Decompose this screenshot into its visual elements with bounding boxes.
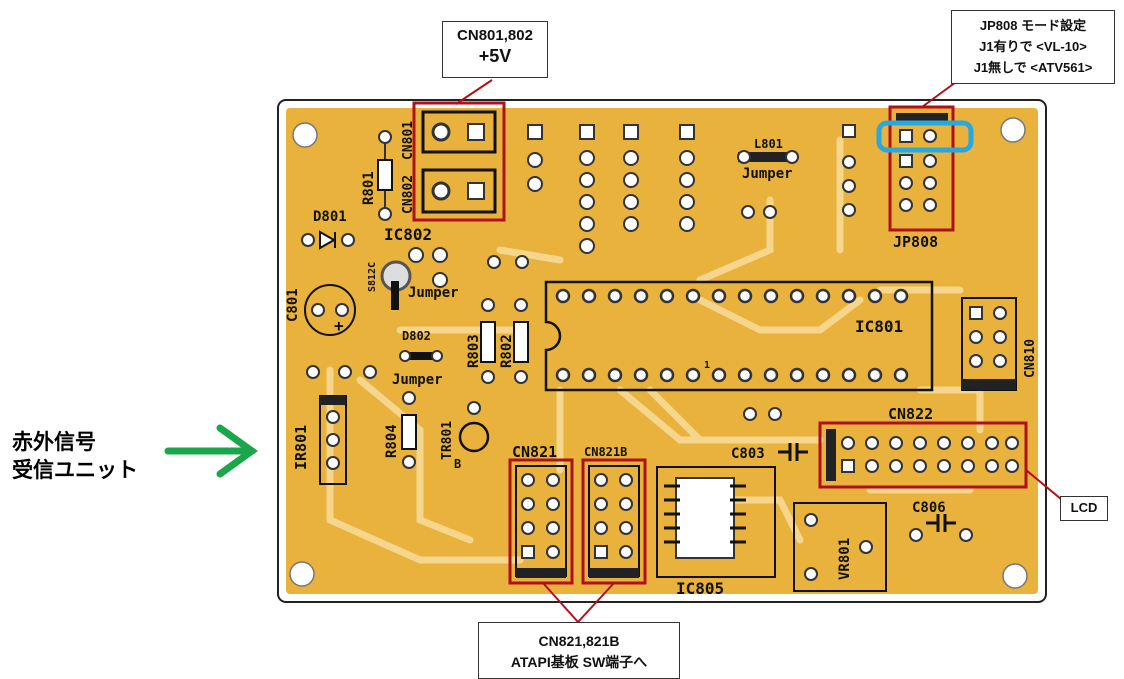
ir-receiver-label-line2: 受信ユニット bbox=[12, 458, 138, 482]
label-tr801: TR801 bbox=[440, 421, 455, 460]
jp808-highlight bbox=[888, 105, 955, 232]
cn821-leader-a bbox=[542, 582, 579, 623]
top-pin-headers bbox=[527, 124, 856, 254]
jp808-callout: JP808 モード設定 J1有りで <VL-10> J1無しで <ATV561> bbox=[951, 10, 1115, 84]
cn822-connector bbox=[826, 429, 1019, 481]
label-r804: R804 bbox=[384, 424, 400, 458]
jp808-callout-line3: J1無しで <ATV561> bbox=[973, 60, 1093, 75]
jp808-header-bar bbox=[896, 113, 948, 123]
cn821-leader-b bbox=[577, 582, 615, 623]
label-jp808: JP808 bbox=[893, 233, 938, 251]
d801-diode bbox=[301, 230, 355, 250]
jp808-marker-pins bbox=[899, 129, 937, 143]
label-d802: D802 bbox=[402, 329, 431, 343]
jp808-pins bbox=[899, 154, 937, 212]
cn821-callout-line1: CN821,821B bbox=[538, 633, 620, 649]
label-cn802: CN802 bbox=[401, 175, 416, 214]
l801-jumper-bar bbox=[738, 152, 796, 162]
label-cn810: CN810 bbox=[1023, 339, 1038, 378]
r801-resistor bbox=[377, 130, 393, 221]
c801-capacitor bbox=[304, 284, 356, 336]
c803-pad-b bbox=[768, 407, 782, 421]
label-jumper-l801: Jumper bbox=[742, 166, 793, 182]
label-cn821b: CN821B bbox=[584, 445, 627, 459]
r804-resistor bbox=[401, 391, 417, 469]
label-vr801: VR801 bbox=[837, 538, 853, 580]
c803-pad-a bbox=[743, 407, 757, 421]
l801-pad-right bbox=[785, 150, 799, 164]
cn802-connector bbox=[421, 168, 497, 214]
mounting-holes bbox=[289, 117, 1028, 589]
c806-capacitor bbox=[926, 514, 956, 532]
ir801-sensor bbox=[319, 395, 347, 485]
d802-jumper bbox=[399, 350, 443, 362]
l801-pad-left bbox=[737, 150, 751, 164]
pads-left-row bbox=[306, 365, 377, 379]
label-s812c: S812C bbox=[367, 262, 378, 292]
label-r802: R802 bbox=[499, 334, 515, 368]
pad-mid bbox=[487, 255, 501, 269]
label-ic805: IC805 bbox=[676, 579, 724, 598]
cn801-callout-line1: CN801,802 bbox=[457, 27, 533, 44]
c806-pad-b bbox=[959, 528, 973, 542]
label-jumper-ic802: Jumper bbox=[408, 285, 459, 301]
cn822-highlight bbox=[818, 421, 1028, 489]
label-c801: C801 bbox=[285, 288, 301, 322]
label-d801: D801 bbox=[313, 209, 347, 225]
label-cn801: CN801 bbox=[401, 121, 416, 160]
label-r801: R801 bbox=[361, 171, 377, 205]
ir-arrow bbox=[164, 424, 258, 478]
label-c801-plus: + bbox=[334, 316, 344, 335]
ic801-chip bbox=[544, 280, 934, 392]
lcd-callout: LCD bbox=[1060, 496, 1108, 521]
ic802-jumper bbox=[391, 281, 399, 310]
ir-receiver-label-line1: 赤外信号 bbox=[12, 430, 96, 454]
vr801-trimmer bbox=[793, 502, 887, 592]
label-ir801: IR801 bbox=[292, 425, 310, 470]
cn810-connector bbox=[961, 297, 1017, 391]
c803-capacitor bbox=[778, 443, 808, 461]
ir-receiver-label: 赤外信号 受信ユニット bbox=[12, 428, 138, 484]
label-jumper-d802: Jumper bbox=[392, 372, 443, 388]
cn801-callout-line2: +5V bbox=[478, 46, 512, 66]
ic805-chip bbox=[656, 466, 776, 578]
cn821b-connector bbox=[588, 465, 640, 578]
cn821-callout: CN821,821B ATAPI基板 SW端子へ bbox=[478, 622, 680, 679]
cn801-leader bbox=[455, 79, 493, 105]
pad-mid2 bbox=[515, 255, 529, 269]
label-ic801-pin1: 1 bbox=[704, 360, 710, 371]
c806-pad-a bbox=[909, 528, 923, 542]
cn801-connector bbox=[421, 110, 497, 154]
jp808-callout-line1: JP808 モード設定 bbox=[979, 18, 1087, 33]
lcd-callout-text: LCD bbox=[1070, 500, 1098, 515]
label-ic802: IC802 bbox=[384, 225, 432, 244]
label-cn821: CN821 bbox=[512, 443, 557, 461]
cn821-callout-line2: ATAPI基板 SW端子へ bbox=[510, 654, 648, 670]
label-r803: R803 bbox=[466, 334, 482, 368]
r802-resistor bbox=[513, 298, 529, 384]
label-c806: C806 bbox=[912, 500, 946, 516]
jp808-jumper-marker bbox=[876, 120, 974, 153]
jp808-leader bbox=[921, 81, 957, 108]
cn801-callout: CN801,802 +5V bbox=[442, 21, 548, 78]
label-ic801: IC801 bbox=[855, 317, 903, 336]
label-c803: C803 bbox=[731, 446, 765, 462]
cn821-connector bbox=[515, 465, 567, 578]
tr801-transistor bbox=[458, 401, 490, 453]
label-tr801-b: B bbox=[454, 457, 461, 471]
label-l801: L801 bbox=[754, 137, 783, 151]
cn821-highlight bbox=[508, 458, 574, 585]
label-cn822: CN822 bbox=[888, 405, 933, 423]
r803-resistor bbox=[480, 298, 496, 384]
jp808-callout-line2: J1有りで <VL-10> bbox=[979, 39, 1087, 54]
